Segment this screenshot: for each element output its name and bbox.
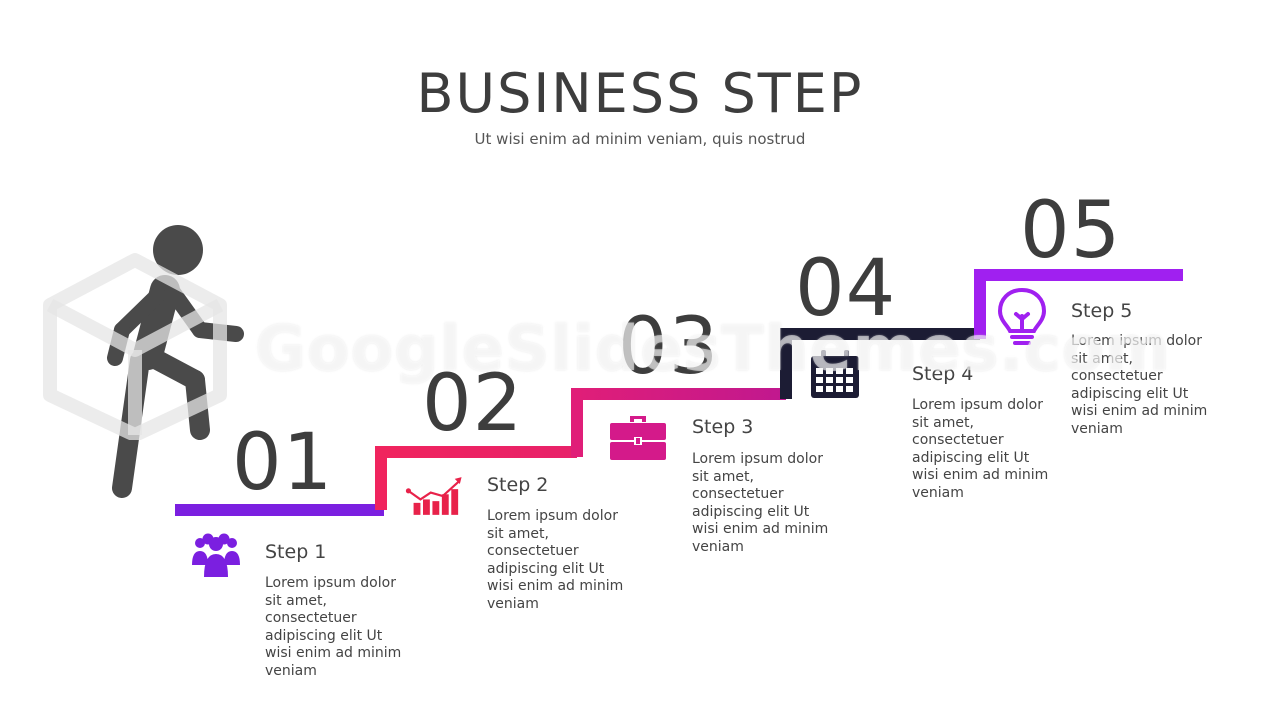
calendar-icon xyxy=(811,350,859,398)
step-2-number: 02 xyxy=(422,359,524,449)
step-2-label: Step 2 xyxy=(487,474,549,496)
step-1-label: Step 1 xyxy=(265,541,327,563)
step-1-description: Lorem ipsum dolor sit amet, consectetuer… xyxy=(265,575,402,679)
people-icon xyxy=(192,533,240,577)
step-5-description: Lorem ipsum dolor sit amet, consectetuer… xyxy=(1071,333,1208,437)
lightbulb-icon xyxy=(997,287,1047,345)
growth-chart-icon xyxy=(405,477,462,515)
slide-title: BUSINESS STEP xyxy=(416,62,864,125)
step-5-line xyxy=(974,269,1183,339)
watermark-logo-icon xyxy=(43,253,227,440)
briefcase-icon xyxy=(610,416,666,460)
step-5-number: 05 xyxy=(1020,186,1122,276)
step-1-number: 01 xyxy=(232,418,334,508)
step-2-line xyxy=(375,446,577,510)
step-3-description: Lorem ipsum dolor sit amet, consectetuer… xyxy=(692,451,829,555)
step-5-label: Step 5 xyxy=(1071,300,1133,322)
step-3-number: 03 xyxy=(618,302,720,392)
step-3-line xyxy=(571,388,786,457)
step-3-label: Step 3 xyxy=(692,416,754,438)
watermark-text: GoogleSlidesThemes.com xyxy=(255,312,1171,385)
step-4-number: 04 xyxy=(795,244,897,334)
step-4-label: Step 4 xyxy=(912,363,974,385)
slide-subtitle: Ut wisi enim ad minim veniam, quis nostr… xyxy=(474,130,806,148)
step-4-line xyxy=(780,328,980,399)
step-4-description: Lorem ipsum dolor sit amet, consectetuer… xyxy=(912,397,1049,501)
step-2-description: Lorem ipsum dolor sit amet, consectetuer… xyxy=(487,508,624,612)
